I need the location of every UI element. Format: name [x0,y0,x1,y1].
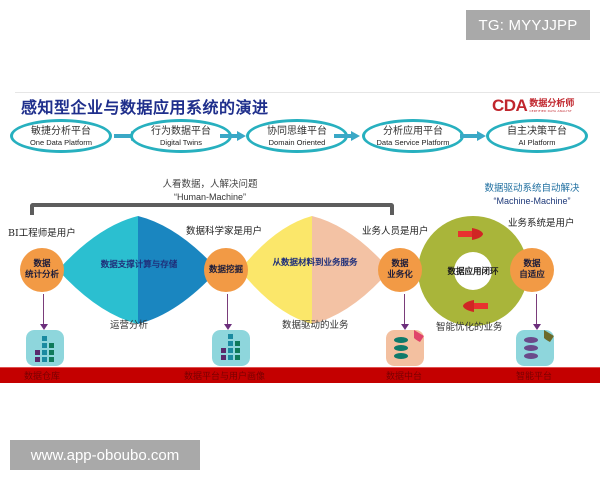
logo-mark: CDA [492,96,528,115]
user-label-data-scientist: 数据科学家是用户 [186,226,263,237]
stage-one-data-platform: 敏捷分析平台 One Data Platform [10,119,112,153]
stage-digital-twins: 行为数据平台 Digital Twins [130,119,232,153]
logo-sub: CERTIFIED DATA ANALYST [529,109,572,113]
node-adaptive: 数据自适应 [510,248,554,292]
slide: 感知型企业与数据应用系统的演进 CDA 数据分析师 CERTIFIED DATA… [0,90,600,395]
diamond-text: 从数据材料到业务服务 [272,258,358,268]
diamond-data-to-service [240,216,390,324]
stage-cn: 行为数据平台 [151,125,211,137]
arrow-right-icon [220,131,246,141]
band-label-user-profile: 数据平台与用户画像 [184,372,266,382]
top-divider [15,92,600,93]
arrow-right-icon [334,131,360,141]
node-businessization: 数据业务化 [378,248,422,292]
flow-label-ops: 运营分析 [110,320,149,331]
caption-en: “Human-Machine” [173,192,247,202]
ai-platform-tile-icon [516,330,554,366]
logo-text: 数据分析师 CERTIFIED DATA ANALYST [529,99,574,113]
ring-center [454,252,492,290]
arrow-right-icon [458,228,483,240]
node-line: 数据 [33,259,51,269]
logo-cn: 数据分析师 [529,99,575,109]
flow-label-intelligent: 智能优化的业务 [436,322,503,333]
node-line: 统计分析 [24,270,59,280]
user-label-system: 业务系统是用户 [508,218,575,229]
user-label-bi: BI工程师是用户 [8,228,76,239]
arrow-left-icon [463,300,488,312]
stage-data-service-platform: 分析应用平台 Data Service Platform [362,119,464,153]
loop-label: 数据应用闭环 [447,267,499,277]
arrow-right-icon [460,131,486,141]
slide-title: 感知型企业与数据应用系统的演进 [21,98,269,117]
platform-band: 数据仓库 数据平台与用户画像 数据中台 智能平台 [0,367,600,383]
caption-cn: 人看数据，人解决问题 [162,179,258,190]
diamond-compute-storage [58,216,218,324]
stage-en: One Data Platform [29,137,93,147]
arrow-down-icon [40,294,48,330]
band-label-middle-platform: 数据中台 [386,372,423,382]
watermark-tg: TG: MYYJJPP [466,10,590,40]
platform-tile-icon [212,330,250,366]
band-label-ai-platform: 智能平台 [516,372,553,382]
caption-en: “Machine-Machine” [493,196,571,206]
node-data-mining: 数据挖掘 [204,248,248,292]
middle-platform-tile-icon [386,330,424,366]
human-machine-bracket [30,203,394,215]
node-line: 自适应 [519,270,545,280]
stage-ai-platform: 自主决策平台 AI Platform [486,119,588,153]
stage-en: AI Platform [518,137,556,147]
node-line: 数据 [391,259,409,269]
node-statistics: 数据统计分析 [20,248,64,292]
band-label-warehouse: 数据仓库 [24,372,61,382]
stage-domain-oriented: 协同思维平台 Domain Oriented [246,119,348,153]
machine-machine-caption: 数据驱动系统自动解决 “Machine-Machine” [472,183,592,207]
diamond-text: 数据支撑计算与存储 [100,260,178,270]
node-line: 数据 [523,259,541,269]
stage-cn: 分析应用平台 [383,125,443,137]
warehouse-tile-icon [26,330,64,366]
cda-logo: CDA 数据分析师 CERTIFIED DATA ANALYST [492,96,574,116]
node-line: 业务化 [387,270,413,280]
stage-cn: 自主决策平台 [507,125,567,137]
arrow-down-icon [224,294,232,330]
stage-en: Digital Twins [160,137,202,147]
node-line: 数据挖掘 [208,264,243,275]
stage-cn: 敏捷分析平台 [31,125,91,137]
flow-label-data-driven: 数据驱动的业务 [282,320,349,331]
stage-en: Data Service Platform [376,137,450,147]
watermark-url: www.app-oboubo.com [10,440,200,470]
arrow-down-icon [533,294,541,330]
stage-en: Domain Oriented [268,137,326,147]
stage-cn: 协同思维平台 [267,125,327,137]
human-machine-caption: 人看数据，人解决问题 “Human-Machine” [130,179,290,203]
arrow-down-icon [401,294,409,330]
caption-cn: 数据驱动系统自动解决 [484,183,580,194]
user-label-business: 业务人员是用户 [362,226,429,237]
